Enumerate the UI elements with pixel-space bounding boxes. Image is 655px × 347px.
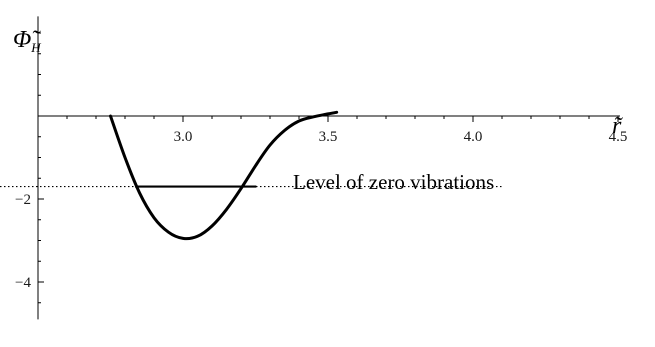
zero-vibration-label: Level of zero vibrations <box>293 170 494 194</box>
y-tick-label: −4 <box>15 275 31 291</box>
x-tick-label: 4.0 <box>464 129 483 145</box>
minor-ticks <box>37 32 590 304</box>
potential-curve <box>109 110 339 241</box>
x-tick-label: 3.5 <box>319 129 338 145</box>
y-ticks: −2 −4 <box>15 192 44 291</box>
x-tick-label: 4.5 <box>609 129 628 145</box>
x-ticks: 3.0 3.5 4.0 4.5 <box>174 116 628 145</box>
y-axis-label: Φ̃H <box>13 27 41 55</box>
x-tick-label: 3.0 <box>174 129 193 145</box>
y-tick-label: −2 <box>15 192 31 208</box>
y-axis-label-subscript: H <box>30 40 41 55</box>
x-axis-label: r̃ <box>612 113 623 139</box>
